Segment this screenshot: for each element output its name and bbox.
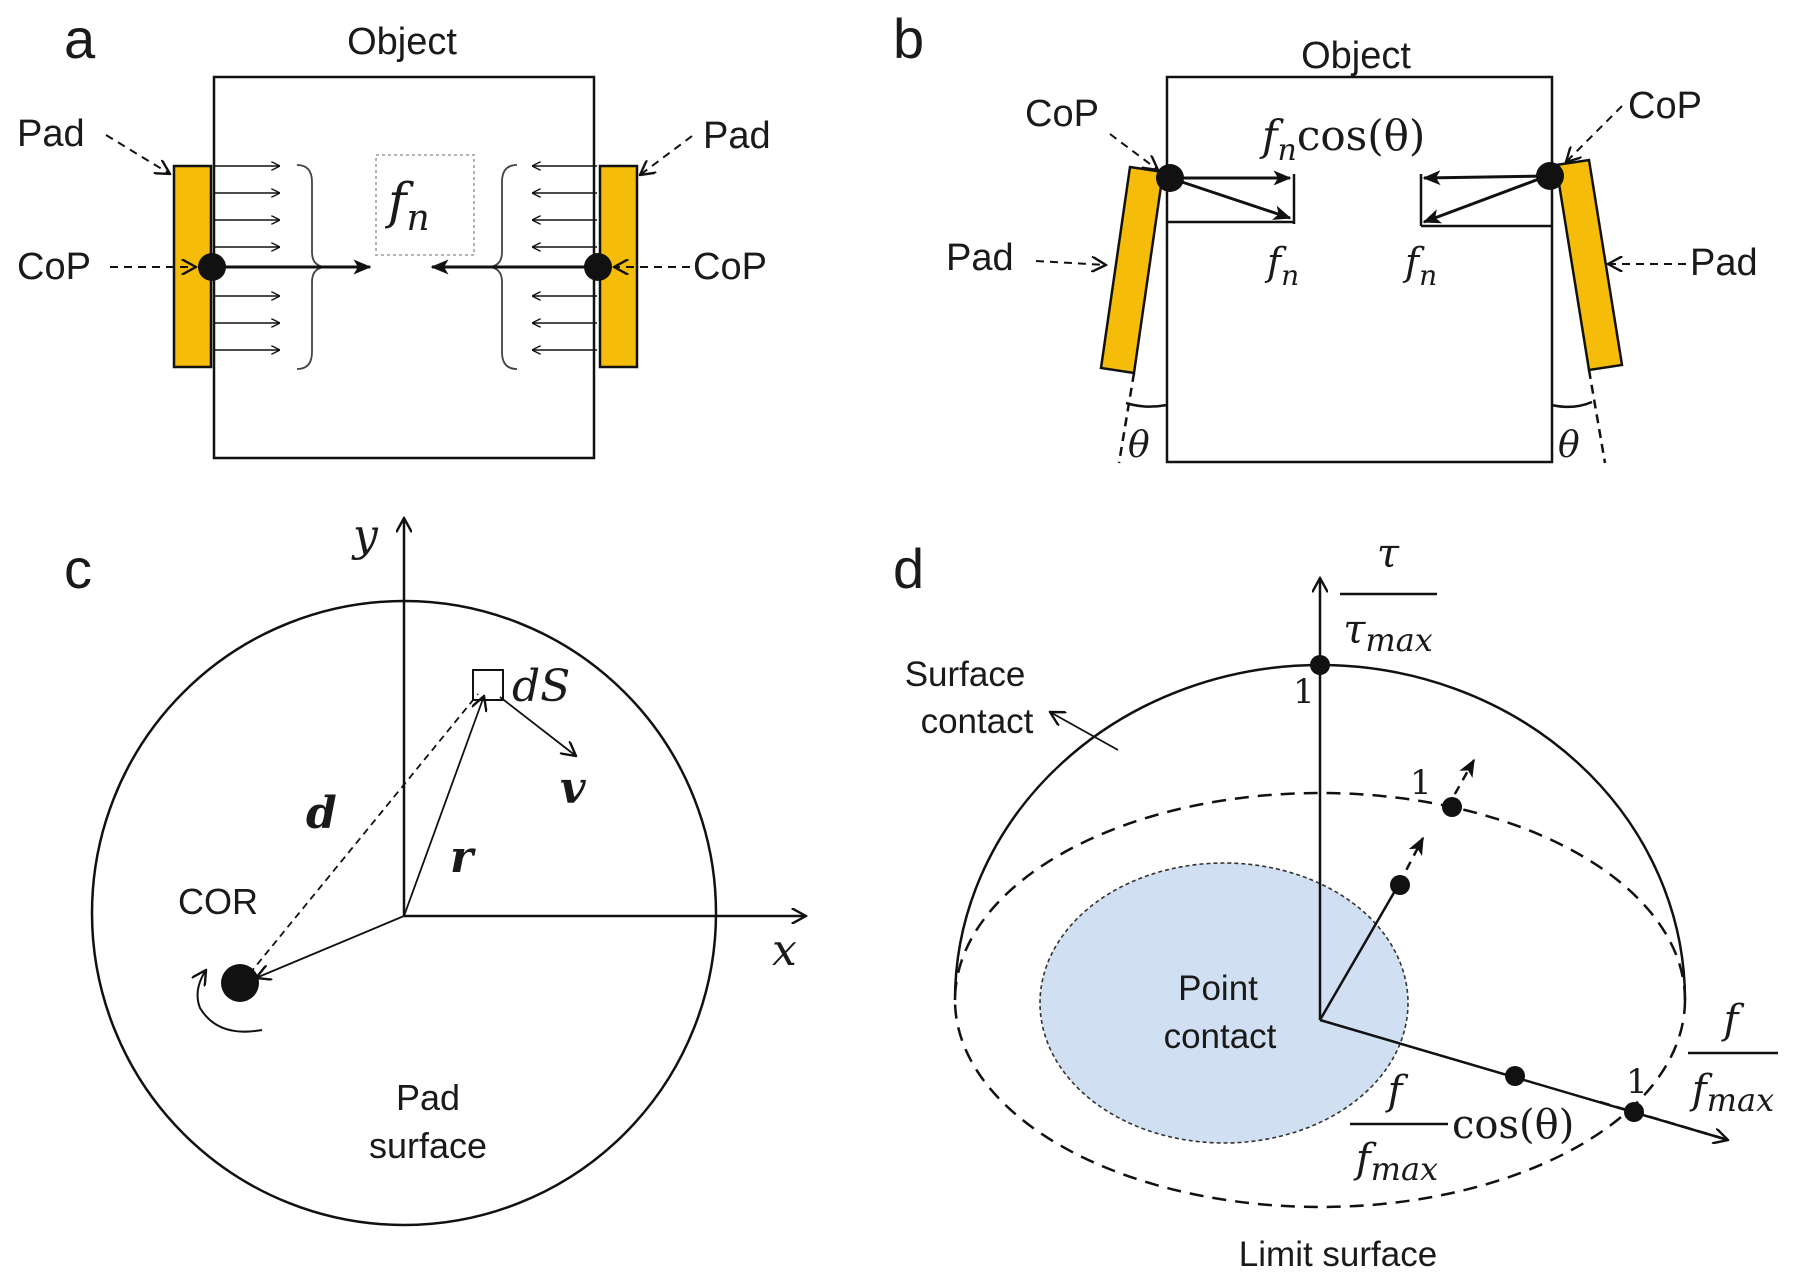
panel-d-surface-contact-pointer [1050, 712, 1119, 751]
panel-b-cop-right-label: CoP [1628, 85, 1702, 127]
panel-d-one-mid: 1 [1410, 763, 1432, 803]
panel-c-pad-surface-label-line1: Pad [396, 1077, 460, 1118]
panel-b-left-force-arrow [1169, 176, 1292, 220]
panel-a-pad-left-label: Pad [17, 113, 85, 155]
panel-d: d 1 1 1 τ τmax f fmax f fmax cos(θ) Surf… [893, 531, 1778, 1274]
panel-a-cop-left-label: CoP [17, 246, 91, 288]
panel-b-right-theta-arc [1551, 400, 1593, 409]
panel-d-point-contact-mid-dot [1390, 875, 1410, 895]
panel-c-area-element [472, 669, 504, 701]
panel-b-left-theta-arc [1125, 401, 1168, 408]
panel-d-one-f: 1 [1626, 1062, 1648, 1102]
panel-a-pad-left-pointer [105, 134, 170, 174]
panel-d-f-numerator: f [1721, 997, 1745, 1043]
panel-d-limit-surface-label: Limit surface [1239, 1235, 1437, 1274]
panel-c-cor-label: COR [178, 881, 258, 922]
panel-b-pad-left-pointer [1035, 261, 1106, 265]
panel-d-surface-contact-line1: Surface [905, 655, 1026, 694]
panel-c-velocity-label: v [560, 763, 586, 814]
panel-c-rotation-arrow [198, 970, 263, 1033]
panel-b-right-cos-arrow [1422, 170, 1548, 186]
panel-b-left-cop-dot [1156, 164, 1184, 192]
panel-c-distance-label: d [306, 788, 337, 839]
panel-b-pad-left-label: Pad [946, 237, 1014, 279]
panel-d-point-contact-f-dot [1505, 1066, 1525, 1086]
panel-b-theta-left: θ [1128, 425, 1150, 466]
panel-b-top-force-label: fncos(θ) [1259, 111, 1425, 168]
panel-b-pad-right-label: Pad [1690, 242, 1758, 284]
panel-d-mid-axis [1318, 883, 1401, 1021]
panel-c-d-vector [241, 693, 479, 984]
panel-b-right-force-label: fn [1402, 240, 1437, 292]
panel-d-point-contact-line2: contact [1164, 1017, 1277, 1056]
panel-d-point-contact-ellipse [1039, 862, 1409, 1144]
panel-a-object-label: Object [347, 21, 457, 63]
panel-d-tau-unit-dot [1310, 655, 1330, 675]
panel-a-letter: a [64, 7, 96, 70]
panel-d-f-axis-extension [1599, 1100, 1728, 1140]
panel-a-force-label-box [375, 154, 475, 256]
panel-b-left-pad [1099, 165, 1165, 375]
panel-d-cos-denominator: fmax [1353, 1136, 1438, 1188]
panel-a-right-cop-dot [584, 253, 612, 281]
panel-c-x-axis-label: x [772, 925, 797, 976]
panel-b-right-pad-extension [1587, 369, 1607, 464]
panel-d-f-unit-dot [1624, 1102, 1644, 1122]
panel-d-f-denominator: fmax [1689, 1067, 1774, 1119]
panel-c-r-vector [403, 696, 484, 917]
panel-a-force-label: fn [384, 172, 430, 239]
panel-d-tau-denominator: τmax [1343, 607, 1433, 659]
panel-a-left-pressure-arrows [215, 166, 280, 350]
panel-c-cor-dot [221, 964, 259, 1002]
panel-d-letter: d [893, 537, 924, 600]
panel-b-left-force-label: fn [1264, 240, 1299, 292]
panel-d-one-tau: 1 [1293, 672, 1315, 712]
panel-b-object-label: Object [1301, 35, 1411, 77]
panel-b-right-force-arrow [1422, 174, 1548, 224]
panel-a: a Object fn P [17, 7, 771, 460]
panel-a-pad-right-label: Pad [703, 115, 771, 157]
panel-a-right-pressure-arrows [532, 166, 597, 350]
panel-d-limit-surface-ellipse [953, 791, 1687, 1209]
panel-a-cop-right-label: CoP [693, 246, 767, 288]
panel-c: c y x dS r d v COR Pad surface [64, 510, 806, 1227]
panel-c-cor-vector [256, 915, 405, 978]
panel-b-cop-left-pointer [1109, 133, 1158, 170]
panel-a-left-cop-dot [198, 253, 226, 281]
panel-d-cos-label: cos(θ) [1452, 1102, 1574, 1148]
panel-c-radius-label: r [450, 832, 476, 883]
panel-b: b Object θ θ fncos(θ) fn fn CoP CoP Pad … [893, 7, 1758, 466]
panel-b-cop-left-label: CoP [1025, 93, 1099, 135]
panel-b-right-cop-dot [1536, 162, 1564, 190]
panel-d-tau-numerator: τ [1377, 531, 1400, 577]
panel-d-limit-mid-dot [1442, 797, 1462, 817]
panel-c-velocity-vector [499, 696, 576, 756]
panel-b-letter: b [893, 7, 924, 70]
panel-d-cos-numerator: f [1385, 1068, 1409, 1114]
panel-b-left-pad-extension [1117, 372, 1136, 464]
panel-d-point-contact-line1: Point [1178, 969, 1258, 1008]
panel-d-surface-contact-line2: contact [921, 702, 1034, 741]
panel-b-theta-right: θ [1558, 425, 1580, 466]
panel-c-y-axis-label: y [351, 510, 379, 561]
panel-c-letter: c [64, 537, 92, 600]
panel-b-cop-right-pointer [1566, 105, 1623, 162]
panel-c-pad-surface-label-line2: surface [369, 1125, 487, 1166]
panel-a-pad-right-pointer [640, 135, 693, 175]
panel-c-area-element-label: dS [512, 661, 570, 712]
panel-b-object-box [1165, 75, 1554, 464]
